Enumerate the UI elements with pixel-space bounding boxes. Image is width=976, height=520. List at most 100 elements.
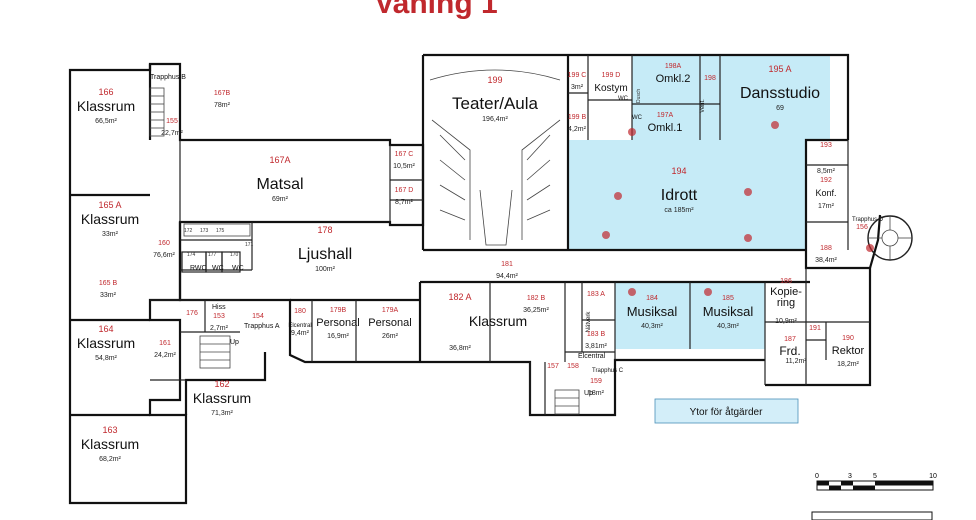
room-labels: 166Klassrum66,5m²167B78m²15522,7m²167AMa… [77,63,868,463]
room-name: Klassrum [81,436,139,452]
room-number: 167A [269,155,290,165]
stairs [149,87,913,415]
room-number: 179B [330,307,347,314]
marker-icon [744,234,752,242]
room-name: Ljushall [298,246,352,263]
room-number: 192 [820,177,832,184]
room-area: 69m² [272,196,289,203]
room-area: 22,7m² [161,130,183,137]
stair-d [867,215,913,261]
legend-swatch [654,398,799,424]
room-area: 8,5m² [817,168,836,175]
interior-walls [150,55,870,415]
room-name: Personal [368,317,411,329]
room-name: Klassrum [81,211,139,227]
label-wc-2: WC [232,265,244,272]
room-name: Rektor [832,345,865,357]
room-155: 155 22,7m² [161,118,183,137]
room-number: 182 A [448,292,471,302]
room-176: 176 [186,310,198,317]
label-174: 174 [187,252,196,258]
room-number: 180 [294,308,306,315]
room-number: 184 [646,295,658,302]
stair-b [149,87,165,137]
marker-icon [771,121,779,129]
room-167c: 167 C10,5m² [393,151,415,170]
label-177: 177 [208,252,217,258]
stair-c [554,389,580,415]
room-area: ca 185m² [664,207,694,214]
room-area: 40,3m² [641,323,663,330]
room-158: 158 [567,363,579,370]
label-175: 175 [216,228,225,234]
label-172: 172 [184,228,193,234]
room-area: 8,7m² [395,199,414,206]
room-number: 188 [820,245,832,252]
room-number: 155 [166,118,178,125]
room-area: 36,25m² [523,307,549,314]
room-area: 26m² [382,333,399,340]
room-number: 187 [784,336,796,343]
room-area: 3m² [571,84,584,91]
marker-icon [628,288,636,296]
room-number: 199 [487,75,502,85]
room-area: 54,8m² [95,355,117,362]
room-name: Klassrum [77,335,135,351]
scale-tick-0: 0 [815,473,819,480]
room-name: Idrott [661,187,698,204]
theatre-seating [429,69,561,246]
room-name: Klassrum [469,313,527,329]
label-trapphus-d: Trapphus D [852,217,884,223]
room-area: 33m² [102,231,119,238]
room-199c: 199 C 3m² [568,72,587,91]
room-156: 156 [856,224,868,231]
room-name: Frd. [779,344,800,358]
legend-text: Ytor för åtgärder [690,406,763,418]
room-number: 181 [501,261,513,268]
room-number: 154 [252,313,264,320]
room-number: 167 D [395,187,414,194]
room-number: 153 [213,313,225,320]
label-wc-1: WC [212,265,224,272]
room-name: Matsal [256,176,303,193]
room-name: Teater/Aula [452,94,539,113]
room-area: 11,2m² [785,358,807,365]
room-number: 199 C [568,72,587,79]
marker-icon [704,288,712,296]
room-area: 9,4m² [291,330,310,337]
label-170: 170 [230,252,239,258]
room-area: 66,5m² [95,118,117,125]
scale-tick-3: 3 [848,473,852,480]
room-number: 161 [159,340,171,347]
room-name: Klassrum [193,390,251,406]
marker-icon [614,192,622,200]
room-area: 2,7m² [210,325,229,332]
room-number: 158 [567,363,579,370]
room-name: Omkl.2 [656,73,691,85]
room-number: 163 [102,425,117,435]
room-number: 156 [856,224,868,231]
room-number: 185 [722,295,734,302]
room-area: 40,3m² [717,323,739,330]
room-number: 167B [214,90,231,97]
room-199b: 199 B4,2m² [568,114,587,133]
room-number: 157 [547,363,559,370]
room-179a: 179A Personal 26m² [368,307,411,340]
room-191: 191 [809,325,821,332]
label-173: 173 [200,228,209,234]
room-number: 179A [382,307,399,314]
room-area: 71,3m² [211,410,233,417]
